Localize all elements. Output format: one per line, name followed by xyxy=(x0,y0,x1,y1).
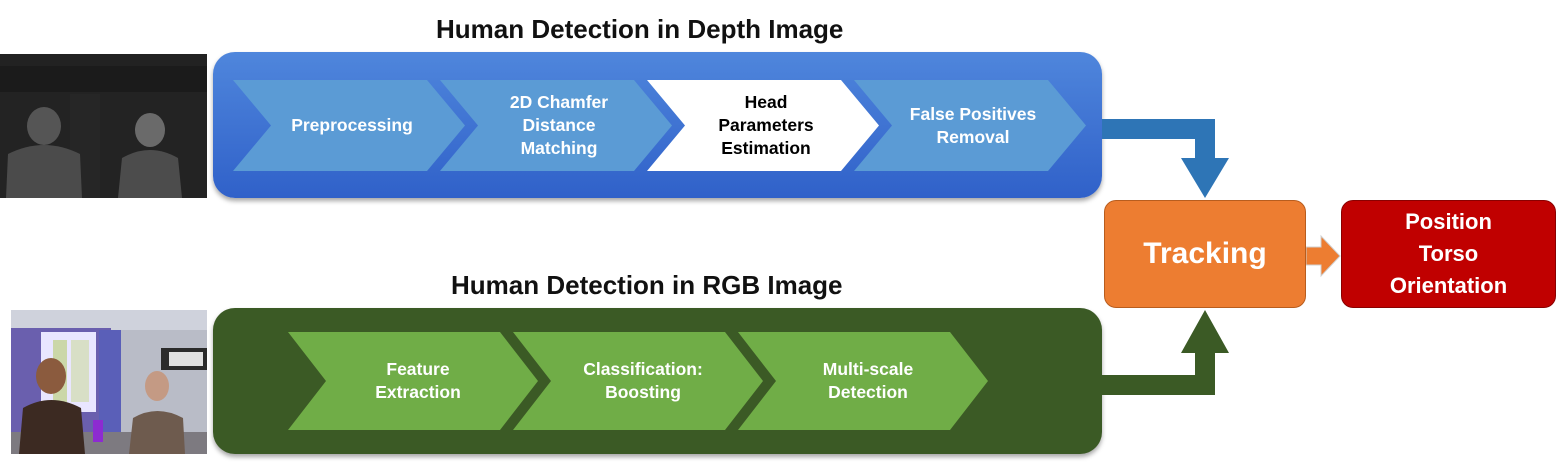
output-box: Position Torso Orientation xyxy=(1341,200,1556,308)
tracking-to-output-arrow xyxy=(1305,234,1341,278)
depth-to-tracking-arrow xyxy=(1102,119,1229,198)
step-chamfer-matching-label: 2D Chamfer Distance Matching xyxy=(509,92,609,158)
output-label: Position Torso Orientation xyxy=(1389,209,1508,298)
step-multiscale-detection-label: Multi-scale Detection xyxy=(822,359,914,402)
step-classification-boosting-label: Classification: Boosting xyxy=(583,359,703,402)
depth-image-thumbnail xyxy=(0,54,207,198)
step-false-positives-removal: False Positives Removal xyxy=(854,80,1086,171)
tracking-label: Tracking xyxy=(1143,237,1267,270)
step-classification-boosting: Classification: Boosting xyxy=(513,332,763,430)
step-multiscale-detection: Multi-scale Detection xyxy=(738,332,988,430)
step-feature-extraction-label: Feature Extraction xyxy=(375,359,461,402)
depth-section-title: Human Detection in Depth Image xyxy=(436,14,844,44)
step-feature-extraction: Feature Extraction xyxy=(288,332,538,430)
step-false-positives-removal-label: False Positives Removal xyxy=(909,103,1037,147)
step-preprocessing: Preprocessing xyxy=(233,80,465,171)
step-preprocessing-label: Preprocessing xyxy=(291,115,413,135)
step-head-parameters: Head Parameters Estimation xyxy=(647,80,879,171)
step-chamfer-matching: 2D Chamfer Distance Matching xyxy=(440,80,672,171)
rgb-image-thumbnail xyxy=(11,310,207,454)
rgb-section-title: Human Detection in RGB Image xyxy=(451,270,843,300)
step-head-parameters-label: Head Parameters Estimation xyxy=(718,92,814,158)
tracking-box: Tracking xyxy=(1104,200,1306,308)
rgb-to-tracking-arrow xyxy=(1102,310,1229,395)
